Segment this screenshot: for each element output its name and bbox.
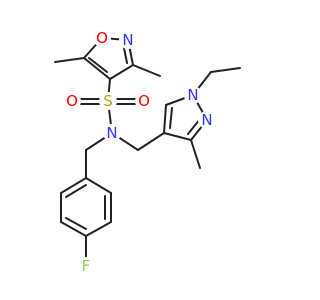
atom-sulfur: S [99,92,117,110]
atom-sulfonyl-oxygen-left: O [63,92,81,110]
bond-ethyl [210,67,241,73]
bond-pz-c3-c4 [163,132,192,141]
bond-lines [54,37,241,263]
bond-ar-4 [60,221,87,237]
atom-label-amine-n: N [106,124,117,142]
bond-isox-c4-c5-double [88,57,108,73]
atom-pyrazole-n2: N [198,111,216,129]
bond-pz-n2-c3-double [187,118,201,135]
atom-isoxazole-nitrogen: N [119,31,137,49]
bond-isox-c3-c4 [109,64,134,80]
bond-ar-3 [85,221,112,237]
atom-labels: O N S O O N N N [63,29,216,275]
bond-ar-4-double [65,217,87,230]
atom-amine-nitrogen: N [103,124,121,142]
atom-label-pyrazole-n2: N [201,111,212,129]
bond-pz-c4-c5-double [169,107,173,129]
atom-label-isoxazole-n: N [122,31,133,49]
atom-pyrazole-n1: N [184,86,202,104]
bond-pz-c3-methyl [190,139,201,169]
bond-pz-c4-c5 [163,104,167,134]
atom-label-pyrazole-n1: N [187,86,198,104]
atom-label-sulfur: S [103,92,113,110]
bond-c5-methyl [54,57,85,63]
bond-c3-methyl [132,64,161,77]
atom-label-sulfonyl-o1: O [66,92,78,110]
atom-label-sulfonyl-o2: O [138,92,150,110]
atom-fluorine: F [77,257,95,275]
atom-sulfonyl-oxygen-right: O [135,92,153,110]
bond-ar-6 [60,177,87,194]
atom-label-fluorine: F [82,257,91,275]
bond-ar-1 [85,177,112,194]
bond-ch2-pyrazole-ring [137,132,165,151]
bond-ar-6-double [65,184,87,198]
bond-isox-c4-c5 [83,57,111,80]
atom-isoxazole-oxygen: O [93,29,111,47]
atom-label-isoxazole-o: O [96,29,108,47]
molecule-structure: O N S O O N N N [54,29,241,275]
